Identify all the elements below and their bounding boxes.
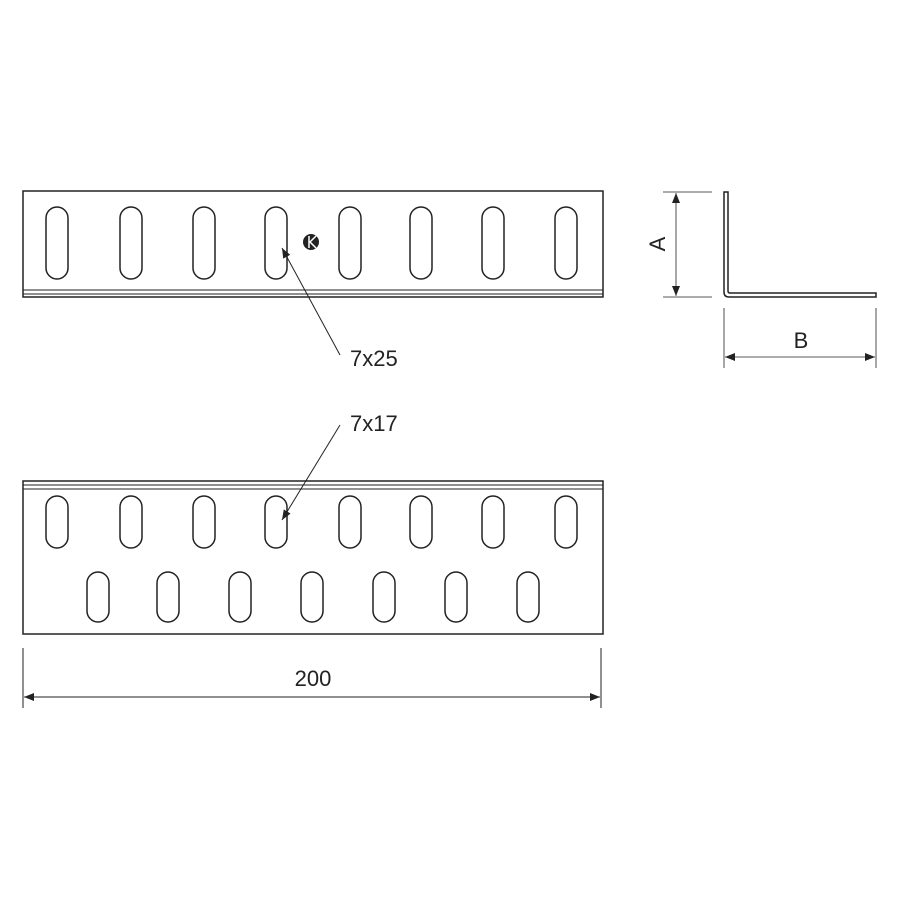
slot-hole — [554, 206, 578, 280]
slot-hole — [45, 206, 69, 280]
slot-top-label: 7x25 — [350, 346, 398, 371]
slot-hole — [338, 495, 362, 549]
bottom-plate-outline — [22, 480, 604, 635]
bottom-plate-view — [22, 480, 604, 635]
angle-profile — [723, 191, 877, 298]
slot-hole — [264, 495, 288, 549]
slot-hole — [86, 571, 110, 623]
angle-profile-section: A B — [645, 191, 877, 368]
length-label: 200 — [295, 666, 332, 691]
length-dimension: 200 — [22, 648, 602, 708]
slot-hole — [372, 571, 396, 623]
dimension-a-label: A — [645, 236, 670, 251]
slot-bottom-callout: 7x17 — [281, 411, 398, 521]
slot-hole — [554, 495, 578, 549]
top-plate-outline — [22, 190, 604, 298]
slot-hole — [192, 495, 216, 549]
top-plate-slots — [45, 206, 578, 280]
dimension-b-label: B — [794, 328, 809, 353]
ground-symbol-icon — [303, 234, 319, 250]
slot-bottom-label: 7x17 — [350, 411, 398, 436]
slot-hole — [156, 571, 180, 623]
slot-hole — [264, 206, 288, 280]
top-plate-view — [22, 190, 604, 298]
slot-hole — [300, 571, 324, 623]
slot-hole — [228, 571, 252, 623]
slot-hole — [192, 206, 216, 280]
slot-top-callout: 7x25 — [281, 247, 398, 371]
slot-hole — [45, 495, 69, 549]
slot-hole — [409, 495, 433, 549]
slot-hole — [119, 495, 143, 549]
slot-hole — [444, 571, 468, 623]
slot-hole — [516, 571, 540, 623]
bottom-plate-slots — [45, 495, 578, 623]
slot-hole — [119, 206, 143, 280]
slot-hole — [481, 495, 505, 549]
slot-hole — [409, 206, 433, 280]
slot-hole — [481, 206, 505, 280]
slot-hole — [338, 206, 362, 280]
